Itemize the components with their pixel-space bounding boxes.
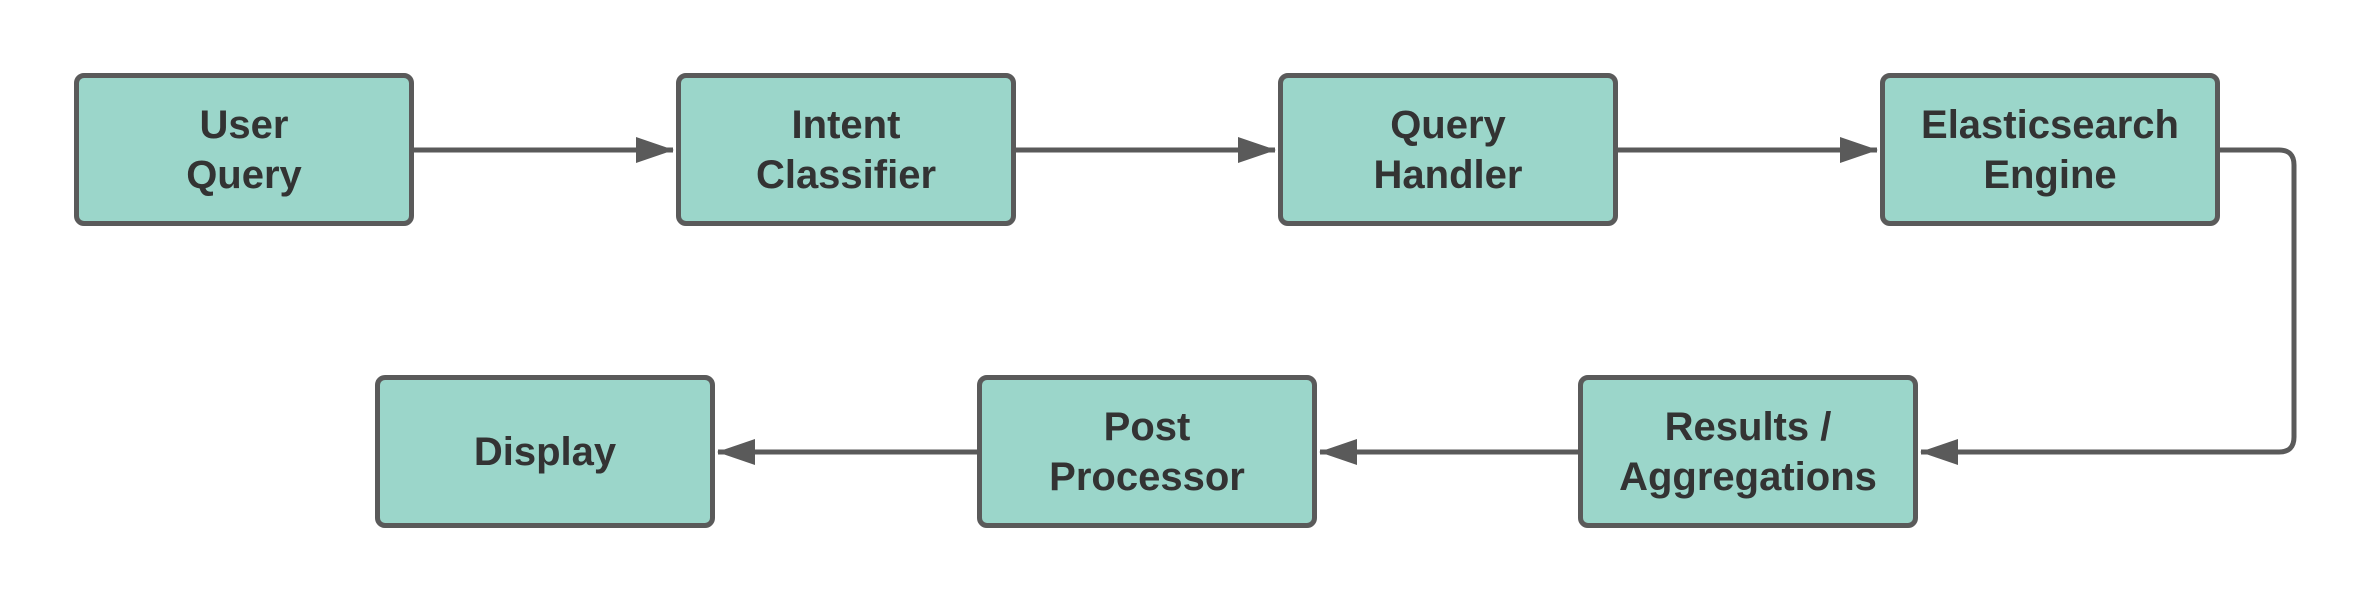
node-label-intent-classifier: Intent Classifier <box>755 102 937 197</box>
node-query-handler: Query Handler <box>1278 73 1618 226</box>
node-results-aggregations: Results / Aggregations <box>1578 375 1918 528</box>
node-label-user-query: User Query <box>186 102 302 197</box>
node-label-elasticsearch-engine: Elasticsearch Engine <box>1921 102 2179 197</box>
node-label-display: Display <box>473 429 617 474</box>
node-intent-classifier: Intent Classifier <box>676 73 1016 226</box>
node-user-query: User Query <box>74 73 414 226</box>
node-post-processor: Post Processor <box>977 375 1317 528</box>
node-label-results-aggregations: Results / Aggregations <box>1619 404 1877 499</box>
node-label-query-handler: Query Handler <box>1373 102 1523 197</box>
node-label-post-processor: Post Processor <box>1049 404 1245 499</box>
node-elasticsearch-engine: Elasticsearch Engine <box>1880 73 2220 226</box>
node-display: Display <box>375 375 715 528</box>
edge-elasticsearch-engine-to-results-aggregations <box>1920 147 2297 465</box>
